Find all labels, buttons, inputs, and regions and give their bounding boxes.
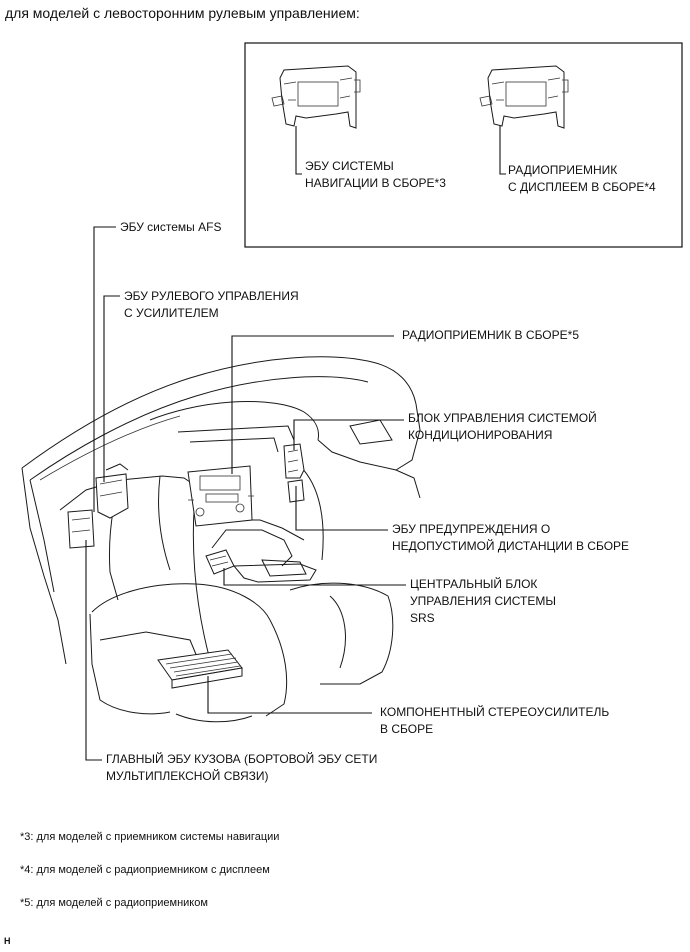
radio-display-label-line-1: РАДИОПРИЕМНИК (508, 163, 618, 177)
body-ecu-label-line-1: ГЛАВНЫЙ ЭБУ КУЗОВА (БОРТОВОЙ ЭБУ СЕТИ (106, 752, 378, 766)
body-ecu-label-line-2: МУЛЬТИПЛЕКСНОЙ СВЯЗИ) (106, 769, 269, 783)
afs-ecu-label: ЭБУ системы AFS (120, 219, 221, 236)
srs-unit-drawing (205, 549, 235, 575)
dashboard-outline (21, 356, 421, 665)
body-ecu-leader (85, 540, 102, 761)
navigation-ecu-drawing (271, 65, 361, 129)
afs-ecu-drawing (67, 509, 95, 549)
srs-leader (223, 568, 406, 586)
navigation-leader (295, 126, 302, 175)
distance-leader (295, 486, 388, 531)
distance-ecu-label: ЭБУ ПРЕДУПРЕЖДЕНИЯ О НЕДОПУСТИМОЙ ДИСТАН… (392, 521, 629, 555)
body-ecu-label: ГЛАВНЫЙ ЭБУ КУЗОВА (БОРТОВОЙ ЭБУ СЕТИ МУ… (106, 751, 377, 785)
radio-assembly-drawing (187, 465, 254, 527)
distance-ecu-label-line-1: ЭБУ ПРЕДУПРЕЖДЕНИЯ О (392, 522, 551, 536)
radio-display-drawing (479, 65, 569, 129)
ac-control-label-line-2: КОНДИЦИОНИРОВАНИЯ (408, 428, 553, 442)
footnote-5: *5: для моделей с радиоприемником (20, 897, 208, 909)
eps-ecu-label-line-2: С УСИЛИТЕЛЕМ (124, 306, 219, 320)
footnote-4: *4: для моделей с радиоприемником с дисп… (20, 864, 270, 876)
eps-ecu-drawing (95, 463, 129, 519)
eps-leader (103, 295, 120, 482)
footnote-3: *3: для моделей с приемником системы нав… (20, 831, 280, 843)
radio-leader (231, 335, 394, 474)
afs-ecu-label-line: ЭБУ системы AFS (120, 220, 222, 234)
radio-assembly-label: РАДИОПРИЕМНИК В СБОРЕ*5 (402, 327, 579, 344)
radio-assembly-label-line: РАДИОПРИЕМНИК В СБОРЕ*5 (402, 328, 579, 342)
eps-ecu-label-line-1: ЭБУ РУЛЕВОГО УПРАВЛЕНИЯ (124, 289, 299, 303)
seats-outline (89, 582, 394, 723)
ac-control-label-line-1: БЛОК УПРАВЛЕНИЯ СИСТЕМОЙ (408, 411, 597, 425)
amplifier-label-line-1: КОМПОНЕНТНЫЙ СТЕРЕОУСИЛИТЕЛЬ (380, 705, 610, 719)
ac-control-label: БЛОК УПРАВЛЕНИЯ СИСТЕМОЙ КОНДИЦИОНИРОВАН… (408, 410, 597, 444)
distance-ecu-label-line-2: НЕДОПУСТИМОЙ ДИСТАНЦИИ В СБОРЕ (392, 539, 630, 553)
srs-unit-label: ЦЕНТРАЛЬНЫЙ БЛОК УПРАВЛЕНИЯ СИСТЕМЫ SRS (410, 576, 556, 627)
inset-frame (244, 42, 683, 248)
page-heading: для моделей с левосторонним рулевым упра… (5, 5, 360, 21)
srs-unit-label-line-1: ЦЕНТРАЛЬНЫЙ БЛОК (410, 577, 538, 591)
amplifier-label-line-2: В СБОРЕ (380, 722, 434, 736)
srs-unit-label-line-3: SRS (410, 611, 435, 625)
ac-control-drawing (283, 443, 305, 503)
navigation-ecu-label: ЭБУ СИСТЕМЫ НАВИГАЦИИ В СБОРЕ*3 (305, 158, 446, 192)
amp-leader (207, 676, 372, 714)
amplifier-label: КОМПОНЕНТНЫЙ СТЕРЕОУСИЛИТЕЛЬ В СБОРЕ (380, 704, 609, 738)
amplifier-drawing (157, 649, 243, 689)
srs-unit-label-line-2: УПРАВЛЕНИЯ СИСТЕМЫ (410, 594, 557, 608)
navigation-ecu-label-line-1: ЭБУ СИСТЕМЫ (305, 159, 394, 173)
radio-display-label: РАДИОПРИЕМНИК С ДИСПЛЕЕМ В СБОРЕ*4 (508, 162, 656, 196)
radio-display-leader (499, 126, 506, 175)
ac-leader (293, 419, 404, 450)
afs-leader (93, 226, 116, 512)
radio-display-label-line-2: С ДИСПЛЕЕМ В СБОРЕ*4 (508, 180, 656, 194)
corner-mark: H (4, 936, 11, 946)
eps-ecu-label: ЭБУ РУЛЕВОГО УПРАВЛЕНИЯ С УСИЛИТЕЛЕМ (124, 288, 299, 322)
navigation-ecu-label-line-2: НАВИГАЦИИ В СБОРЕ*3 (305, 176, 446, 190)
